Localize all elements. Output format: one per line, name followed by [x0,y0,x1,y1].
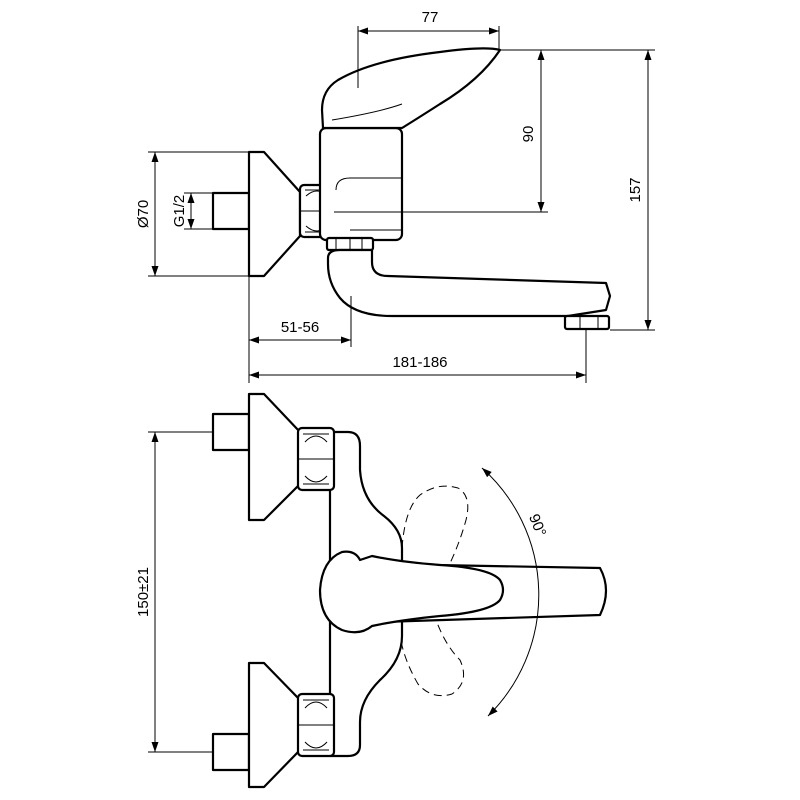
dim-rosette-diameter: Ø70 [135,200,152,228]
mixer-body [318,126,404,242]
dim-centre-distance: 150±21 [135,567,152,617]
side-view [211,47,612,331]
dim-handle-width: 77 [422,9,439,26]
lower-inlet-stub [211,732,251,772]
aerator [563,314,611,331]
dim-thread: G1/2 [171,195,188,228]
wall-rosette [247,150,302,278]
side-view-dimensions: 77 90 157 Ø70 G1/2 51-56 181-186 [135,9,655,383]
rotation-arc [481,467,540,717]
dim-handle-height: 90 [520,126,537,143]
handle-rotated-outline [399,485,469,697]
dim-total-height: 157 [627,177,644,202]
dim-connection-depth: 51-56 [281,319,319,336]
lever-knob-top [318,550,505,634]
lever-handle [320,47,502,130]
upper-inlet-stub [211,412,251,452]
lower-rosette [247,661,302,789]
inlet-stub [211,191,251,231]
lower-hex-nut [296,692,336,758]
upper-rosette [247,392,302,522]
upper-hex-nut [296,426,336,492]
dim-rotation-angle: 90° [525,512,549,539]
dim-projection: 181-186 [392,354,447,371]
top-view [211,392,608,789]
spout [326,248,612,318]
